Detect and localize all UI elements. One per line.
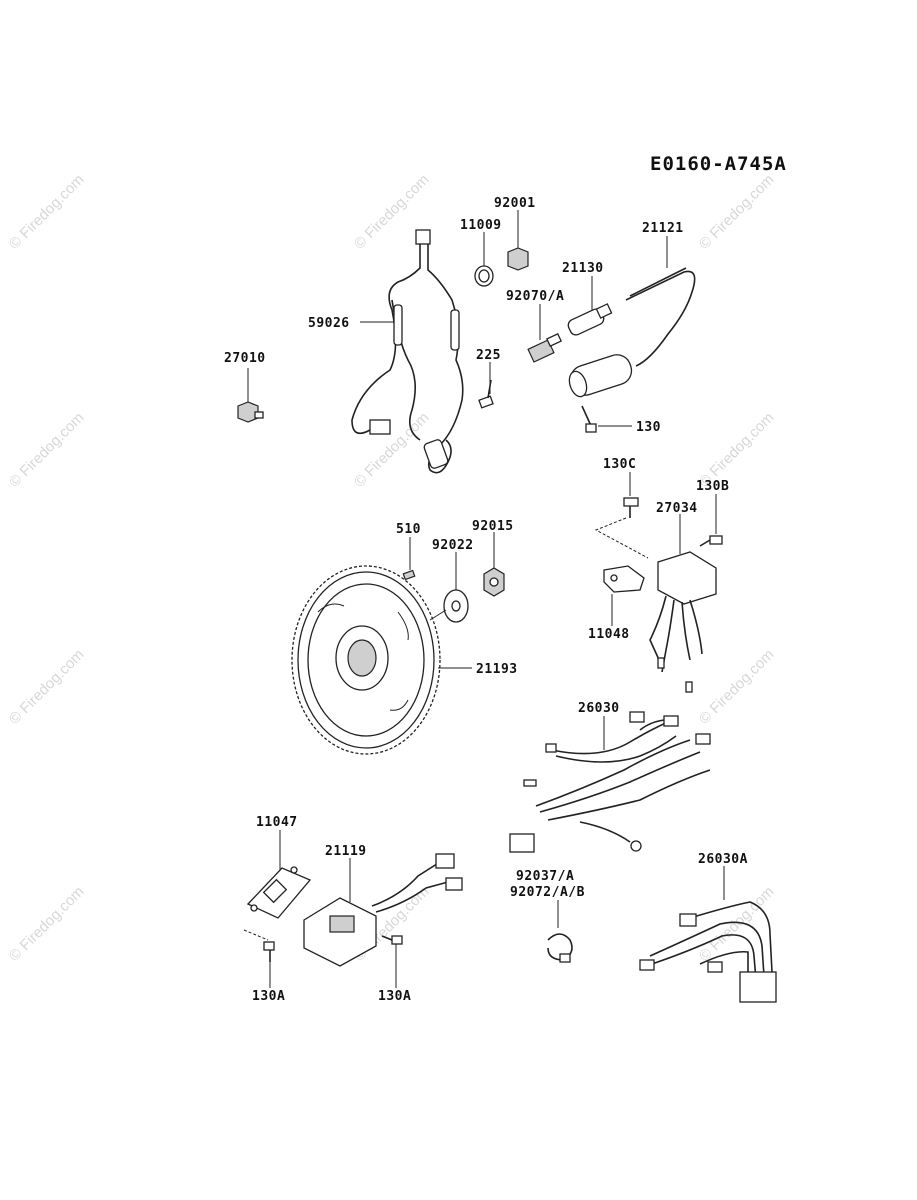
spark-plug-92070A[interactable] [527, 332, 562, 363]
part-label: 130B [696, 479, 729, 494]
part-label: 92001 [494, 196, 536, 211]
flywheel-21193[interactable] [291, 565, 441, 755]
part-label: 21119 [325, 844, 367, 859]
ignition-coil-21121[interactable] [566, 267, 696, 399]
part-label: 26030A [698, 852, 748, 867]
watermark: © Firedog.com [6, 171, 88, 253]
part-label: 21193 [476, 662, 518, 677]
part-label: 92015 [472, 519, 514, 534]
regulator-27034[interactable] [649, 551, 717, 693]
watermark: © Firedog.com [351, 409, 433, 491]
screw-225[interactable] [478, 379, 494, 409]
part-label: 130 [636, 420, 661, 435]
part-label: 92072/A/B [510, 885, 585, 900]
bracket-11048[interactable] [603, 565, 645, 593]
wire-harness-26030A[interactable] [639, 901, 777, 1003]
part-label: 27034 [656, 501, 698, 516]
part-label: 21130 [562, 261, 604, 276]
wire-harness-26030[interactable] [509, 711, 711, 853]
part-label: 130A [252, 989, 285, 1004]
wire-harness-59026[interactable] [351, 229, 464, 474]
part-label: 27010 [224, 351, 266, 366]
nut-92001[interactable] [507, 247, 529, 271]
clamp-92037A[interactable] [547, 933, 573, 963]
watermark: © Firedog.com [696, 646, 778, 728]
washer-92022[interactable] [443, 589, 469, 623]
part-label: 92070/A [506, 289, 564, 304]
washer-11009[interactable] [474, 265, 494, 287]
gasket-11047[interactable] [246, 866, 312, 919]
watermark: © Firedog.com [6, 409, 88, 491]
bolt-130B[interactable] [699, 535, 723, 547]
part-label: 510 [396, 522, 421, 537]
nut-92015[interactable] [483, 567, 505, 597]
key-510[interactable] [402, 569, 416, 581]
part-label: 21121 [642, 221, 684, 236]
bolt-130[interactable] [581, 405, 597, 433]
plug-cap-21130[interactable] [566, 303, 613, 337]
igniter-21119[interactable] [303, 853, 463, 967]
part-label: 11048 [588, 627, 630, 642]
part-label: 130C [603, 457, 636, 472]
bolt-130C[interactable] [623, 497, 639, 518]
part-label: 11009 [460, 218, 502, 233]
watermark: © Firedog.com [696, 171, 778, 253]
watermark: © Firedog.com [6, 883, 88, 965]
part-label: 130A [378, 989, 411, 1004]
bolt-130A-left[interactable] [263, 941, 275, 962]
bolt-130A-right[interactable] [381, 935, 403, 945]
watermark: © Firedog.com [6, 646, 88, 728]
part-label: 59026 [308, 316, 350, 331]
part-label: 92022 [432, 538, 474, 553]
part-label: 225 [476, 348, 501, 363]
part-label: 11047 [256, 815, 298, 830]
part-label: 26030 [578, 701, 620, 716]
part-27010[interactable] [237, 401, 264, 423]
diagram-code: E0160-A745A [650, 153, 787, 175]
part-label: 92037/A [516, 869, 574, 884]
